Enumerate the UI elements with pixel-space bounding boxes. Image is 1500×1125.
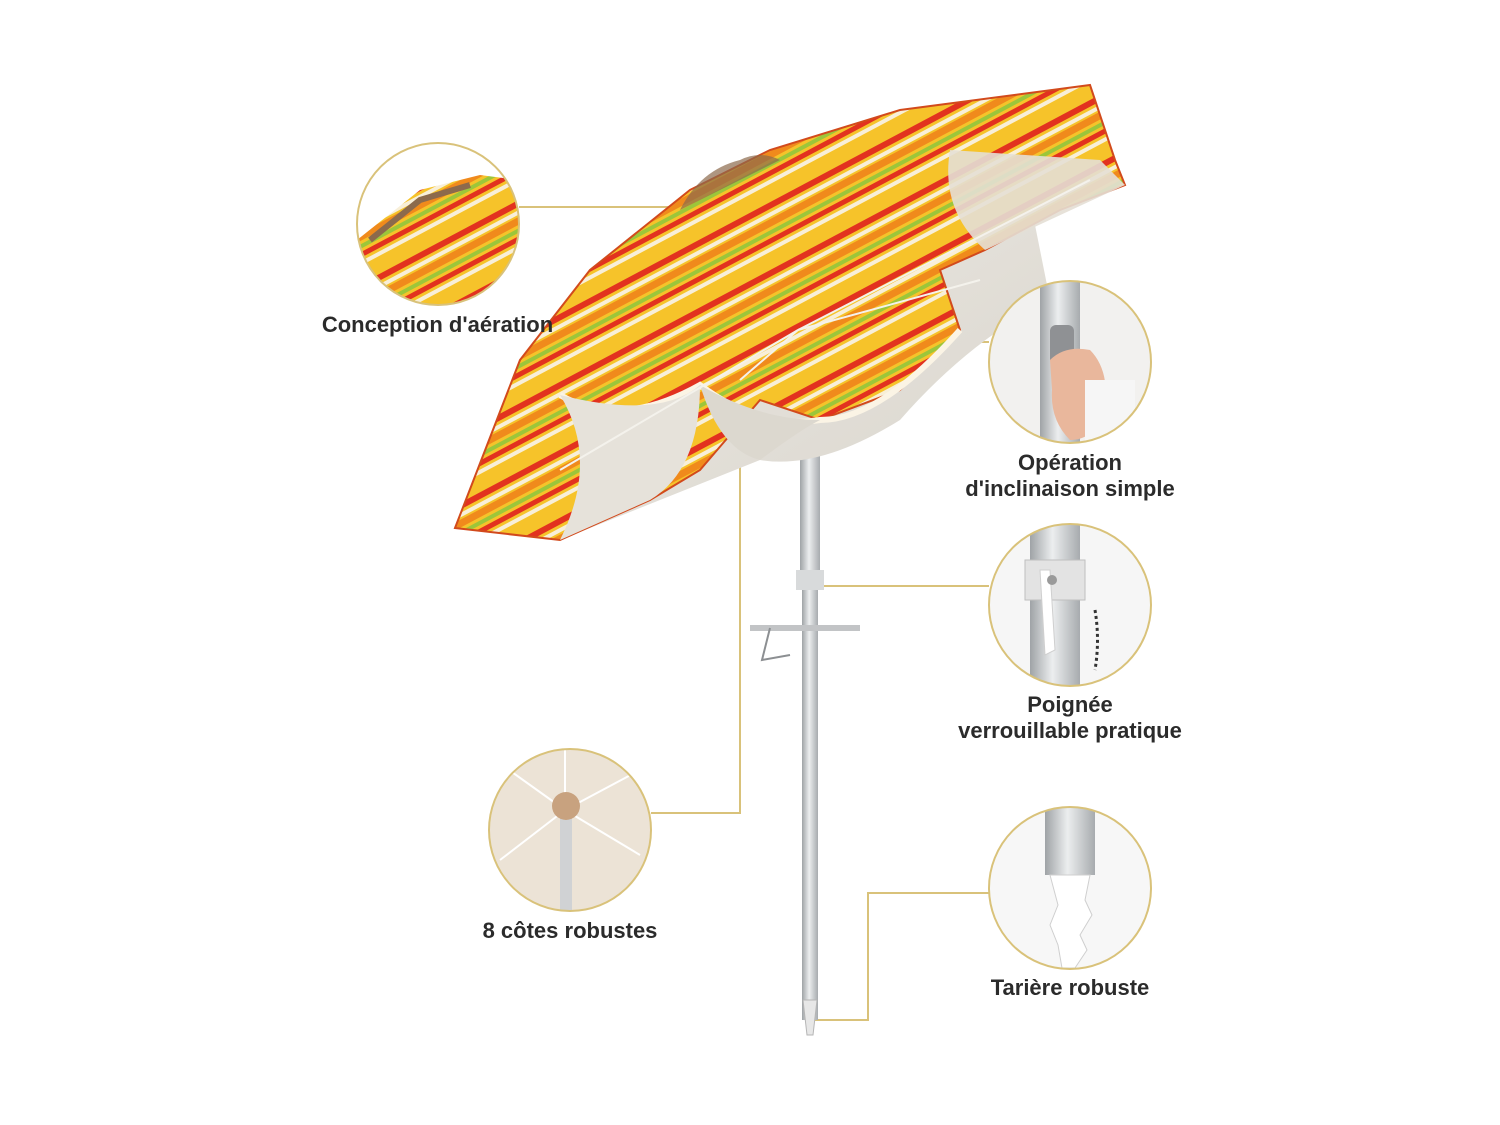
vent-detail-icon	[356, 142, 520, 306]
label-tilt: Opération d'inclinaison simple	[965, 450, 1175, 501]
lock-handle-icon	[988, 523, 1152, 687]
label-ribs: 8 côtes robustes	[482, 918, 658, 943]
ground-auger-icon	[988, 806, 1152, 970]
umbrella-canopy	[453, 83, 1127, 542]
label-ventilation: Conception d'aération	[321, 312, 554, 337]
label-handle: Poignée verrouillable pratique	[958, 692, 1182, 743]
ribs-frame-icon	[488, 748, 652, 912]
label-auger: Tarière robuste	[990, 975, 1150, 1000]
tilt-hand-icon	[988, 280, 1152, 444]
